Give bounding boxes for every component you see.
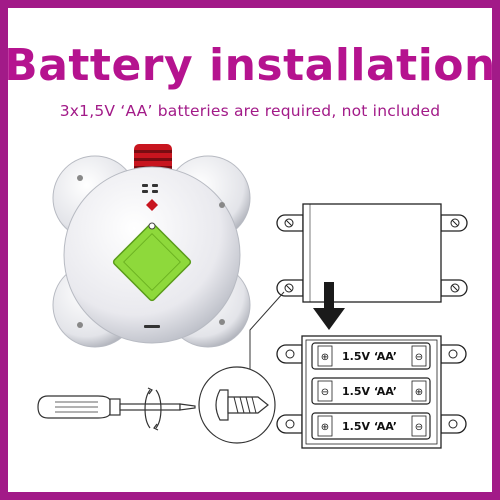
battery-plus-sign: ⊕ <box>321 352 329 363</box>
battery-minus-sign: ⊖ <box>415 352 423 363</box>
battery-compartment-cover <box>112 222 192 302</box>
battery-label: 1.5V ‘AA’ <box>342 420 397 433</box>
battery-plus-sign: ⊖ <box>321 387 329 398</box>
rotate-arrow-icon <box>144 387 162 431</box>
page-subtitle: 3x1,5V ‘AA’ batteries are required, not … <box>59 102 441 120</box>
battery-cell: ⊕ ⊖ 1.5V ‘AA’ <box>311 412 431 440</box>
toy-device <box>52 144 251 348</box>
battery-label: 1.5V ‘AA’ <box>342 385 397 398</box>
battery-box-lid <box>276 203 468 303</box>
screwdriver-icon <box>37 395 196 419</box>
battery-cell: ⊖ ⊕ 1.5V ‘AA’ <box>311 377 431 405</box>
battery-cell: ⊕ ⊖ 1.5V ‘AA’ <box>311 342 431 370</box>
battery-plus-sign: ⊕ <box>321 422 329 433</box>
page-title: Battery installation <box>4 40 496 91</box>
arrow-down-icon <box>313 282 345 330</box>
callout-line <box>249 291 285 370</box>
battery-minus-sign: ⊖ <box>415 422 423 433</box>
screw-icon <box>198 366 276 444</box>
battery-label: 1.5V ‘AA’ <box>342 350 397 363</box>
battery-minus-sign: ⊕ <box>415 387 423 398</box>
compartment-screw <box>148 222 156 230</box>
